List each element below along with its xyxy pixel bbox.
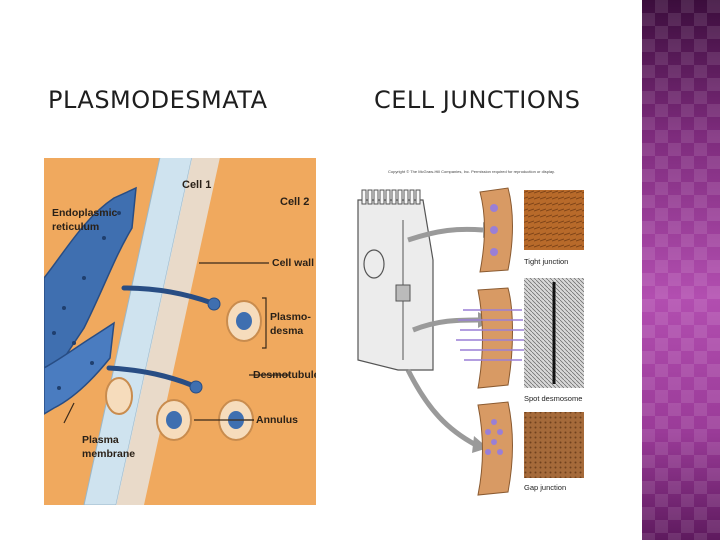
label-gap-junction: Gap junction — [524, 483, 566, 492]
label-plasmodesma-line1: Plasmo- — [270, 311, 311, 323]
label-plasma-membrane-line2: membrane — [82, 448, 135, 460]
right-heading: CELL JUNCTIONS — [374, 86, 581, 114]
label-annulus: Annulus — [256, 414, 298, 426]
decorative-sidebar — [642, 0, 720, 540]
label-desmotubule: Desmotubule — [253, 369, 316, 381]
cell-junctions-figure: Copyright © The McGraw-Hill Companies, I… — [348, 160, 592, 500]
plasmodesmata-figure: Cell 1 Cell 2 Endoplasmic reticulum Cell… — [44, 158, 316, 505]
label-er-line2: reticulum — [52, 221, 99, 233]
label-spot-desmosome: Spot desmosome — [524, 394, 582, 403]
left-heading: PLASMODESMATA — [48, 86, 268, 114]
label-cell1: Cell 1 — [182, 179, 211, 191]
copyright-note: Copyright © The McGraw-Hill Companies, I… — [388, 169, 555, 174]
label-plasmodesma-line2: desma — [270, 325, 303, 337]
label-cell-wall: Cell wall — [272, 257, 314, 269]
label-cell2: Cell 2 — [280, 196, 309, 208]
label-plasma-membrane-line1: Plasma — [82, 434, 119, 446]
label-tight-junction: Tight junction — [524, 257, 568, 266]
label-er-line1: Endoplasmic — [52, 207, 118, 219]
